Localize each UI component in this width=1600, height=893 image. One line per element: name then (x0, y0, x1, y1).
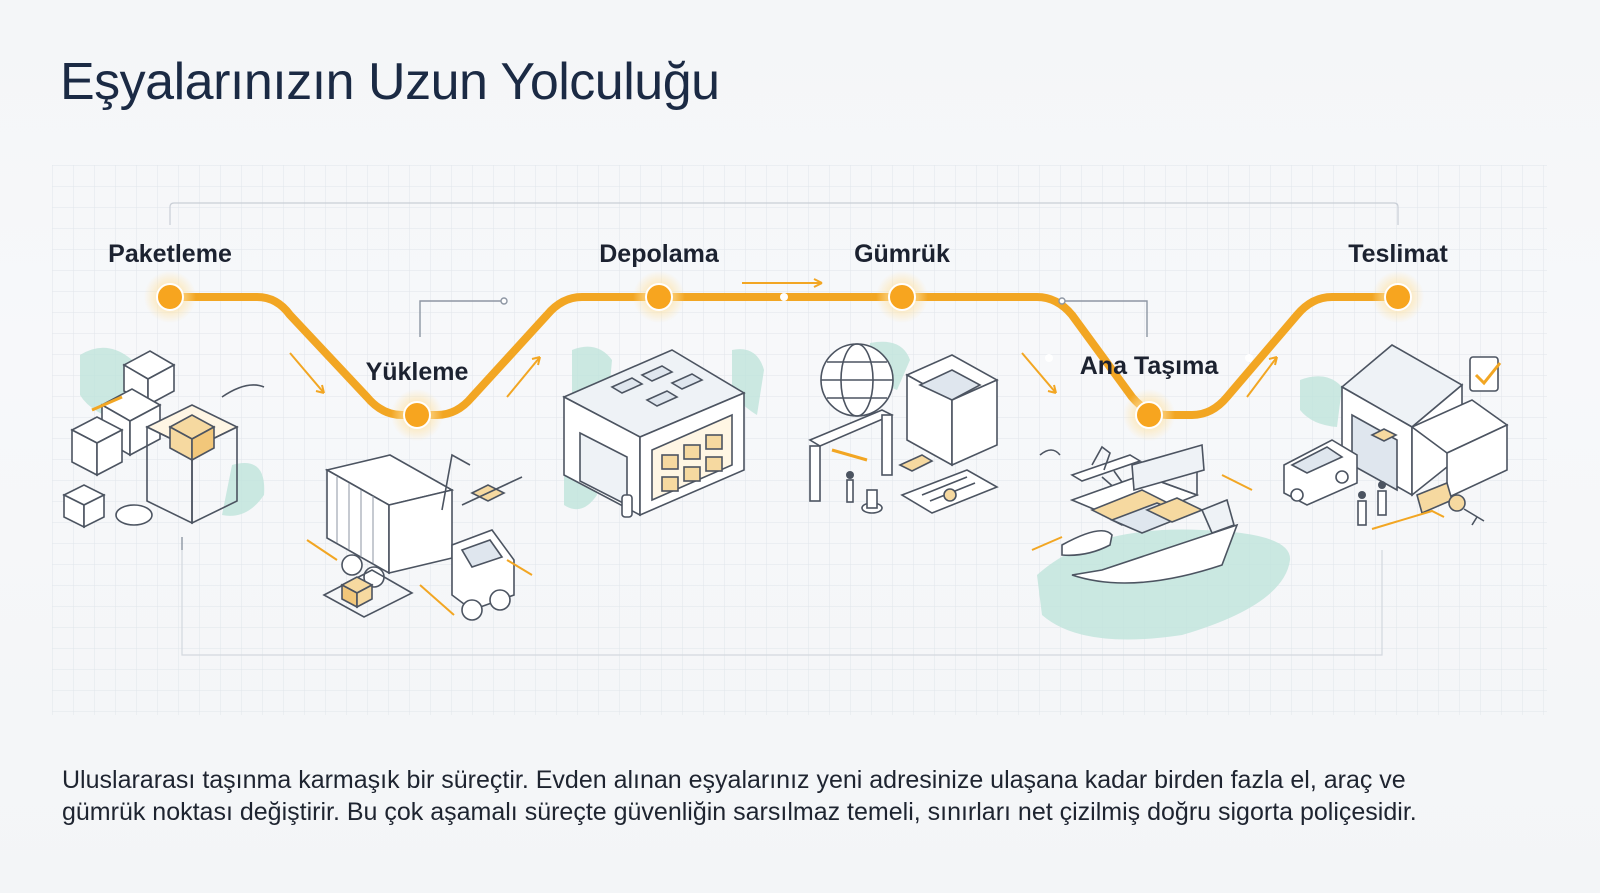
grid-background (52, 165, 1547, 715)
stage-label-paketleme: Paketleme (108, 240, 232, 268)
stage-label-teslimat: Teslimat (1348, 240, 1448, 268)
stage-label-gumruk: Gümrük (854, 240, 950, 268)
truck-loading-icon (306, 453, 533, 621)
connector-lines (181, 297, 1148, 550)
description-line-1: Uluslararası taşınma karmaşık bir süreçt… (62, 766, 1406, 794)
stage-label-ana-tasima: Ana Taşıma (1079, 352, 1219, 380)
ship-plane-train-icon (1031, 443, 1291, 640)
house-delivery-icon (1283, 344, 1509, 530)
description-paragraph: Uluslararası taşınma karmaşık bir süreçt… (62, 764, 1542, 828)
customs-gate-icon (808, 341, 999, 514)
stage-label-yukleme: Yükleme (365, 358, 469, 386)
stage-label-depolama: Depolama (599, 240, 719, 268)
direction-arrows (289, 278, 1278, 398)
bottom-frame-line (181, 550, 1383, 656)
warehouse-icon (562, 346, 764, 518)
packing-boxes-icon (62, 347, 265, 529)
journey-path (166, 293, 1402, 419)
journey-svg (52, 165, 1547, 715)
journey-diagram: Paketleme Yükleme Depolama Gümrük Ana Ta… (52, 165, 1547, 715)
description-line-2: gümrük noktası değiştirir. Bu çok aşamal… (62, 798, 1417, 826)
top-frame-line (169, 202, 1399, 225)
stage-nodes (144, 271, 1424, 441)
page-title: Eşyalarınızın Uzun Yolculuğu (60, 53, 720, 111)
